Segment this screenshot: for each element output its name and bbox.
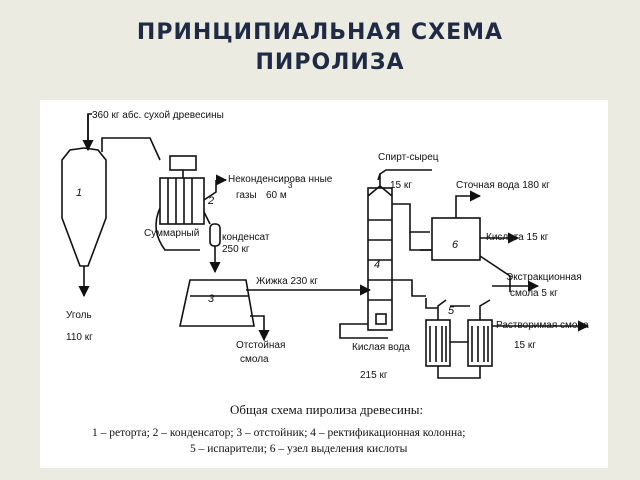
unit-label-6: 6: [452, 239, 459, 251]
waste-water-label: Сточная вода 180 кг: [456, 180, 550, 191]
condenser-tubes: [167, 178, 193, 224]
sum-condensate-a: Суммарный: [144, 228, 199, 239]
spirit-line: [379, 169, 432, 186]
acid-label: Кислота 15 кг: [486, 232, 549, 243]
unit-label-3: 3: [208, 293, 215, 305]
caption-line1: 1 – реторта; 2 – конденсатор; 3 – отстой…: [92, 427, 465, 439]
evaporator-bottom-link: [437, 366, 481, 379]
column-to-evaporators: [392, 279, 426, 297]
column-body: [367, 187, 393, 331]
gas-volume-label: 60 м: [266, 190, 287, 201]
acid-water-line: [339, 323, 388, 339]
slide-title-line1: ПРИНЦИПИАЛЬНАЯ СХЕМА: [136, 20, 504, 45]
waste-water-arrow: [455, 190, 482, 218]
sum-condensate-c: 250 кг: [222, 244, 250, 255]
caption-title: Общая схема пиролиза древесины:: [230, 402, 423, 417]
liquor-label: Жижка 230 кг: [256, 276, 318, 287]
soluble-resin-label: Растворимая смола: [496, 320, 589, 331]
column-trays: [368, 219, 392, 301]
unit-label-5: 5: [448, 305, 455, 317]
acid-water-label: Кислая вода: [352, 342, 410, 353]
column-reboiler: [375, 313, 387, 325]
column-to-acid-unit: [392, 203, 430, 233]
input-wood-label: 360 кг абс. сухой древесины: [92, 109, 224, 121]
column-side-line: [409, 232, 432, 251]
condenser-trap-link: [203, 211, 211, 225]
extraction-resin-label-1: Экстракционная: [506, 272, 582, 283]
settled-resin-label-1: Отстойная: [236, 340, 285, 351]
coal-label-2: 110 кг: [66, 332, 93, 343]
evaporator-left-tubes: [429, 326, 447, 362]
unit-label-1: 1: [76, 187, 82, 199]
extraction-resin-label-2: смола 5 кг: [510, 288, 558, 299]
unit-label-4: 4: [374, 259, 380, 271]
condenser-body: [159, 177, 205, 225]
slide-title: ПРИНЦИПИАЛЬНАЯ СХЕМА ПИРОЛИЗА: [0, 18, 640, 78]
settled-resin-outlet: [250, 315, 270, 342]
sum-condensate-b: конденсат: [222, 232, 270, 243]
settled-resin-label-2: смола: [240, 354, 269, 365]
condenser-drive: [169, 155, 197, 171]
evaporator-right-tubes: [471, 326, 489, 362]
slide-title-line2: ПИРОЛИЗА: [255, 50, 405, 75]
diagram-panel: [40, 100, 608, 468]
settler-vessel: [179, 279, 255, 327]
caption-line2: 5 – испарители; 6 – узел выделения кисло…: [190, 443, 408, 455]
coal-label-1: Уголь: [66, 310, 92, 321]
acid-water-mass: 215 кг: [360, 370, 388, 381]
retort-vapor-line: [101, 137, 161, 161]
pyrolysis-diagram: 1 2 3 4 5 6 360 кг абс. сухой древесины …: [61, 109, 590, 455]
gas-volume-sup: 3: [288, 181, 293, 190]
condenser-trap: [209, 223, 221, 247]
unit-label-2: 2: [207, 195, 214, 207]
evaporator-right-top: [479, 299, 491, 320]
raw-spirit-label: Спирт-сырец: [378, 152, 439, 163]
noncond-gases-label-1: Неконденсирова нные: [228, 174, 333, 185]
spirit-line-tail: [377, 173, 381, 181]
condensate-loop: [155, 207, 200, 251]
evaporator-feed: [425, 298, 438, 309]
retort-vessel: [61, 147, 107, 267]
noncond-gases-label-2: газы: [236, 190, 257, 201]
soluble-resin-mass: 15 кг: [514, 340, 536, 351]
evaporator-left-top: [437, 299, 447, 320]
raw-spirit-mass: 15 кг: [390, 180, 412, 191]
